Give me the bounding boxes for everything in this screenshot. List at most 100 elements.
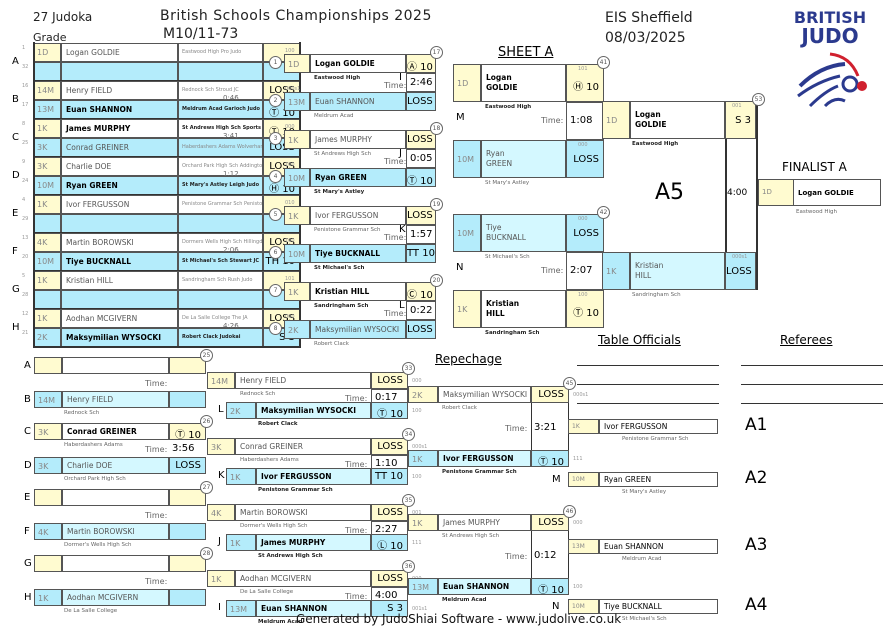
competitor-name[interactable]: Charlie DOE <box>62 457 169 474</box>
fight-letter: K <box>218 470 225 481</box>
competitor-grade: 14M <box>207 372 235 389</box>
competitor-name[interactable]: Henry FIELD <box>62 391 169 408</box>
competitor-name[interactable]: Aodhan MCGIVERN <box>235 570 371 587</box>
competitor-name[interactable] <box>62 555 169 572</box>
repechage-title: Repechage <box>435 352 502 366</box>
score: LOSS <box>371 504 408 521</box>
official-signature-line[interactable] <box>577 365 719 366</box>
competitor-name[interactable] <box>61 214 178 233</box>
competitor-name[interactable]: Ivor FERGUSSON <box>438 450 531 467</box>
competitor-club: St Mary's Astley <box>485 180 530 186</box>
competitor-name[interactable]: Martin BOROWSKI <box>62 523 169 540</box>
competitor-name[interactable]: Maksymilian WYSOCKI <box>256 402 371 419</box>
result-name[interactable]: Ivor FERGUSSON <box>599 419 718 434</box>
competitor-name[interactable]: Conrad GREINER <box>62 423 169 440</box>
score-code: 100 <box>285 238 295 244</box>
competitor-name[interactable]: Martin BOROWSKI <box>61 233 178 252</box>
grade-label: Grade <box>33 31 67 44</box>
competitor-name[interactable]: Kristian HILL <box>61 271 178 290</box>
competitor-name[interactable]: Aodhan MCGIVERN <box>62 589 169 606</box>
score: LOSS <box>566 140 604 178</box>
time-label: Time: <box>384 157 407 166</box>
competitor-club: Dormer's Wells High Sch <box>64 542 132 548</box>
official-signature-line[interactable] <box>577 384 719 385</box>
bracket-line <box>725 139 727 252</box>
fight-letter: K <box>399 224 406 235</box>
competitor-name[interactable] <box>62 489 169 506</box>
competitor-name[interactable]: Logan GOLDIE <box>61 43 178 62</box>
competitor-name[interactable]: Tiye BUCKNALL <box>310 244 406 263</box>
competitor-name[interactable]: Maksymilian WYSOCKI <box>310 320 406 339</box>
competitor-name[interactable]: Logan GOLDIE <box>310 54 406 73</box>
score <box>169 357 206 374</box>
official-signature-line[interactable] <box>577 403 719 404</box>
fight-number: 27 <box>200 481 213 494</box>
competitor-name[interactable]: Martin BOROWSKI <box>235 504 371 521</box>
footer-credit: Generated by JudoShiai Software - www.ju… <box>296 612 622 626</box>
competitor-name[interactable]: James MURPHY <box>310 130 406 149</box>
competitor-name[interactable]: Euan SHANNON <box>61 100 178 119</box>
competitor-name[interactable]: Maksymilian WYSOCKI <box>438 386 531 403</box>
competitor-name[interactable] <box>62 357 169 374</box>
pool-letter: B <box>12 94 19 105</box>
pool-letter: B <box>24 394 31 405</box>
competitor-grade: 4K <box>207 504 235 521</box>
result-name[interactable]: Tiye BUCKNALL <box>599 599 718 614</box>
competitor-name[interactable]: Ivor FERGUSSON <box>256 468 371 485</box>
competitor-name[interactable]: James MURPHY <box>438 514 531 531</box>
score: Ⓣ 10 <box>371 402 408 419</box>
competitor-name[interactable]: Aodhan MCGIVERN <box>61 309 178 328</box>
score: LOSS <box>169 457 206 474</box>
competitor-name[interactable]: Ryan GREEN <box>310 168 406 187</box>
referee-signature-line[interactable] <box>741 365 883 366</box>
time-label: Time: <box>541 116 564 125</box>
competitor-grade <box>34 555 62 572</box>
competitor-name[interactable] <box>61 62 178 81</box>
competitor-club <box>178 62 263 81</box>
competitor-name[interactable]: Henry FIELD <box>235 372 371 389</box>
seed-number: 16 <box>22 83 29 89</box>
competitor-club: St Andrews High Sch <box>314 151 372 157</box>
score: Ⓣ 10 <box>406 168 436 187</box>
competitor-name[interactable]: Ryan GREEN <box>61 176 178 195</box>
competitor-name[interactable]: Euan SHANNON <box>256 600 371 617</box>
competitor-club: Dormers Wells High Sch Hillingdon JC <box>178 233 263 252</box>
competitor-name[interactable]: Henry FIELD <box>61 81 178 100</box>
competitor-name[interactable]: Euan SHANNON <box>310 92 406 111</box>
competitor-name[interactable]: Maksymilian WYSOCKI <box>61 328 178 347</box>
result-name[interactable]: Ryan GREEN <box>599 472 718 487</box>
score: TT 10 <box>371 468 408 485</box>
competitor-club: Sandringham Sch Rush Judo <box>178 271 263 290</box>
competitor-grade: 14M <box>34 391 62 408</box>
first-name: Kristian <box>635 261 664 270</box>
finalist-name[interactable]: Logan GOLDIE <box>793 179 881 206</box>
competitor-name[interactable]: Ivor FERGUSSON <box>61 195 178 214</box>
fight-time: 4:00 <box>727 188 748 198</box>
referee-signature-line[interactable] <box>741 384 883 385</box>
competitor-name[interactable]: Kristian HILL <box>310 282 406 301</box>
fight-letter: N <box>456 262 464 273</box>
time-label: Time: <box>384 81 407 90</box>
competitor-club: Meldrum Acad <box>258 619 303 625</box>
result-name[interactable]: Euan SHANNON <box>599 539 718 554</box>
competitor-name[interactable]: Ivor FERGUSSON <box>310 206 406 225</box>
competitor-name[interactable]: Tiye BUCKNALL <box>61 252 178 271</box>
competitor-name[interactable] <box>61 290 178 309</box>
referee-signature-line[interactable] <box>741 403 883 404</box>
finalist-title: FINALIST A <box>782 160 847 174</box>
competitor-club: Penistone Grammar Sch <box>442 469 517 475</box>
competitor-name[interactable]: James MURPHY <box>61 119 178 138</box>
competitor-name[interactable]: Conrad GREINER <box>61 138 178 157</box>
competitor-name[interactable]: Charlie DOE <box>61 157 178 176</box>
competitor-name[interactable]: James MURPHY <box>256 534 371 551</box>
score-code: 000s1 <box>573 392 589 398</box>
competitor-name[interactable]: Conrad GREINER <box>235 438 371 455</box>
competitor-name[interactable]: Euan SHANNON <box>438 578 531 595</box>
